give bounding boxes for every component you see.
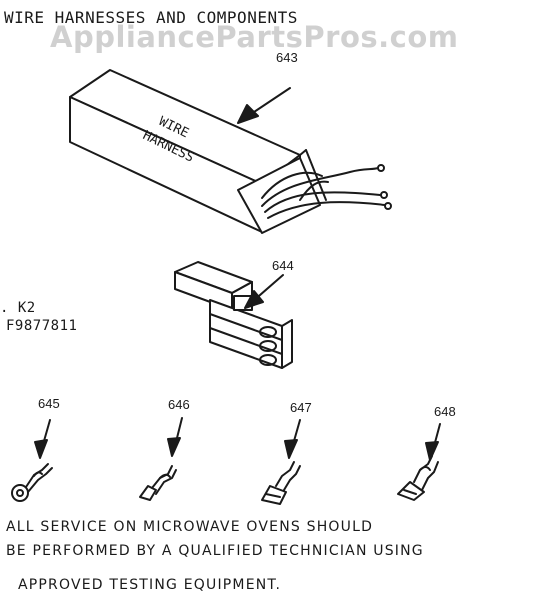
notice-line-1: ALL SERVICE ON MICROWAVE OVENS SHOULD	[6, 519, 374, 535]
part-code: F9877811	[6, 318, 78, 334]
wire-harness-arrow	[237, 87, 291, 124]
terminal-648	[397, 455, 439, 501]
terminal-648-arrow	[425, 423, 441, 461]
callout-647: 647	[290, 400, 312, 415]
callout-644: 644	[272, 258, 294, 273]
terminal-647-arrow	[284, 419, 301, 459]
wire-harness-package	[69, 69, 392, 234]
terminal-645-arrow	[34, 419, 51, 459]
watermark: AppliancePartsPros.com	[50, 20, 459, 54]
terminal-645	[11, 463, 53, 502]
callout-645: 645	[38, 396, 60, 411]
connector-block	[174, 261, 293, 369]
notice-line-3: APPROVED TESTING EQUIPMENT.	[18, 577, 282, 593]
connector-block-arrow	[244, 274, 284, 309]
callout-648: 648	[434, 404, 456, 419]
terminal-646-arrow	[167, 417, 183, 457]
callout-646: 646	[168, 397, 190, 412]
diagram-title: WIRE HARNESSES AND COMPONENTS	[4, 8, 298, 27]
terminal-646	[139, 465, 177, 501]
terminal-647	[261, 461, 301, 505]
model-code: . K2	[0, 300, 36, 316]
callout-643: 643	[276, 50, 298, 65]
notice-line-2: BE PERFORMED BY A QUALIFIED TECHNICIAN U…	[6, 543, 424, 559]
